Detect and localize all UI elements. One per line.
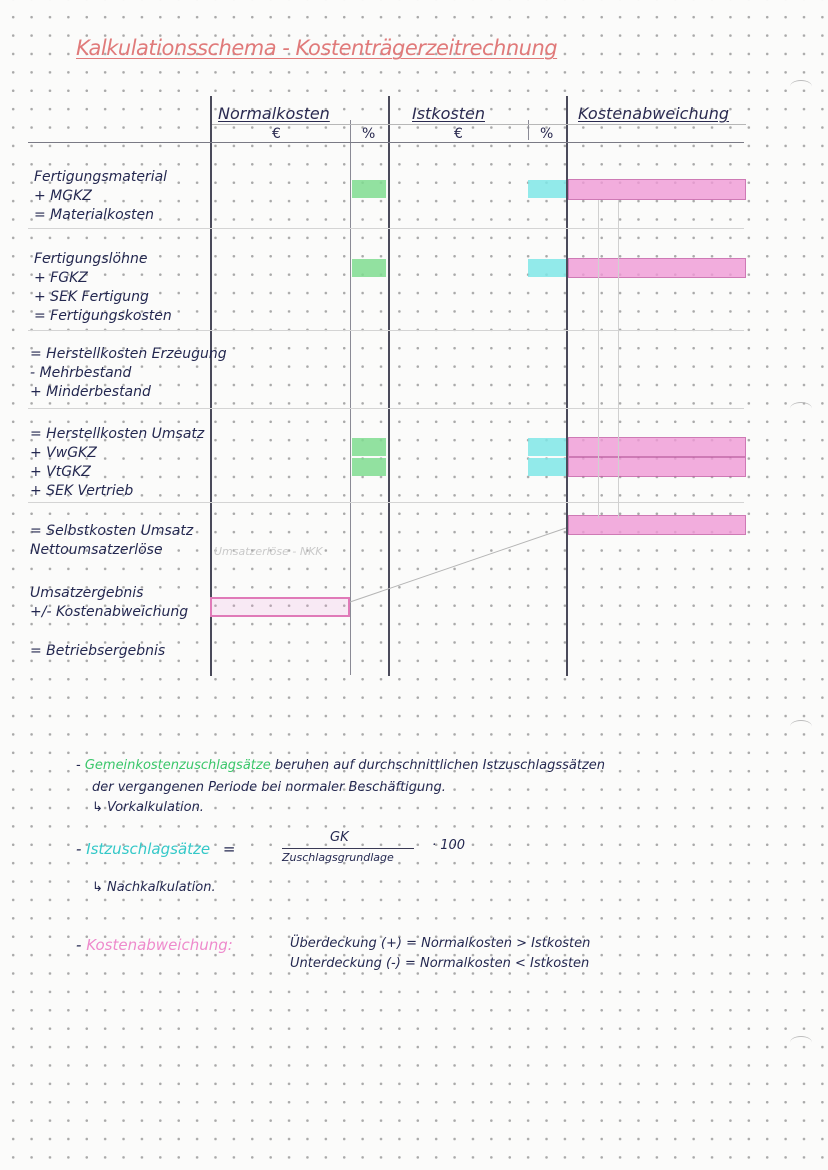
- header-istkosten: Istkosten: [412, 104, 485, 123]
- row-sep-2: [28, 330, 744, 331]
- highlight-normal-vwgkz: [352, 438, 386, 456]
- guide-line-1: [598, 200, 599, 518]
- label-minderbestand: + Minderbestand: [30, 384, 151, 400]
- label-fgkz: + FGKZ: [34, 270, 88, 286]
- fraction-numerator: GK: [330, 830, 349, 845]
- highlight-normal-mgkz: [352, 180, 386, 198]
- block-fertigungskosten: Fertigungslöhne + FGKZ + SEK Fertigung =…: [34, 250, 172, 326]
- label-mehrbestand: - Mehrbestand: [30, 365, 132, 381]
- highlight-ist-fgkz: [528, 259, 566, 277]
- fraction-bar: [282, 848, 414, 849]
- faint-note: Umsatzerlöse - NKK: [214, 545, 323, 558]
- label-fertigungskosten: = Fertigungskosten: [34, 308, 172, 324]
- label-herstellkosten-umsatz: = Herstellkosten Umsatz: [30, 426, 205, 442]
- block-umsatzergebnis: Umsatzergebnis +/- Kostenabweichung: [30, 584, 188, 622]
- label-betriebsergebnis: = Betriebsergebnis: [30, 643, 166, 659]
- block-selbstkosten: = Selbstkosten Umsatz Nettoumsatzerlöse: [30, 522, 193, 560]
- term-istzuschlagsaetze: Istzuschlagsätze: [86, 840, 211, 858]
- highlight-abw-material: [568, 179, 746, 200]
- term-kostenabweichung: Kostenabweichung:: [86, 936, 233, 954]
- highlight-normal-vtgkz: [352, 458, 386, 476]
- note-1-arrow: ↳ Vorkalkulation.: [92, 800, 204, 815]
- label-kostenabweichung: +/- Kostenabweichung: [30, 604, 189, 620]
- percent-divider-1: [350, 120, 351, 675]
- highlight-ist-vtgkz: [528, 458, 566, 476]
- col-line-3: [566, 96, 568, 676]
- equals-sign: =: [222, 840, 236, 858]
- percent-divider-2: [528, 120, 529, 140]
- label-fertigungsmaterial: Fertigungsmaterial: [34, 169, 168, 185]
- box-kostenabweichung: [210, 597, 350, 617]
- fraction-multiplier: · 100: [432, 838, 466, 853]
- row-sep-4: [28, 502, 744, 503]
- fraction-denominator: Zuschlagsgrundlage: [282, 851, 394, 864]
- page-title: Kalkulationsschema - Kostenträgerzeitrec…: [76, 36, 558, 60]
- label-selbstkosten-umsatz: = Selbstkosten Umsatz: [30, 523, 194, 539]
- highlight-abw-selbstkosten: [568, 515, 746, 535]
- label-umsatzergebnis: Umsatzergebnis: [30, 585, 144, 601]
- label-materialkosten: = Materialkosten: [34, 207, 154, 223]
- term-gemeinkostenzuschlagsaetze: Gemeinkostenzuschlagsätze: [84, 758, 271, 773]
- highlight-abw-vwgkz: [568, 437, 746, 457]
- highlight-normal-fgkz: [352, 259, 386, 277]
- label-mgkz: + MGKZ: [34, 188, 92, 204]
- block-betriebsergebnis: = Betriebsergebnis: [30, 642, 165, 661]
- col-line-1: [210, 96, 212, 676]
- note-3-unterdeckung: Unterdeckung (-) = Normalkosten < Istkos…: [290, 956, 590, 971]
- note-kostenabweichung: - Kostenabweichung:: [76, 936, 233, 954]
- note-1-line2: der vergangenen Periode bei normaler Bes…: [92, 780, 446, 795]
- row-sep-3: [28, 408, 744, 409]
- block-herstellkosten-umsatz: = Herstellkosten Umsatz + VwGKZ + VtGKZ …: [30, 425, 204, 501]
- highlight-abw-vtgkz: [568, 457, 746, 477]
- note-gemeinkosten: - Gemeinkostenzuschlagsätze beruhen auf …: [76, 758, 606, 773]
- note-istzuschlag: - Istzuschlagsätze =: [76, 840, 236, 858]
- subheader-line: [28, 142, 744, 143]
- block-herstellkosten-erzeugung: = Herstellkosten Erzeugung - Mehrbestand…: [30, 345, 227, 402]
- highlight-ist-mgkz: [528, 180, 566, 198]
- col-line-2: [388, 96, 390, 676]
- note-3-ueberdeckung: Überdeckung (+) = Normalkosten > Istkost…: [290, 936, 591, 951]
- binder-mark-3: [790, 720, 812, 733]
- highlight-abw-fertigung: [568, 258, 746, 278]
- label-sek-vertrieb: + SEK Vertrieb: [30, 483, 134, 499]
- label-vwgkz: + VwGKZ: [30, 445, 97, 461]
- highlight-ist-vwgkz: [528, 438, 566, 456]
- header-kostenabweichung: Kostenabweichung: [578, 104, 730, 123]
- header-normalkosten: Normalkosten: [218, 104, 330, 123]
- normal-euro-label: €: [272, 126, 281, 142]
- binder-mark-4: [790, 1036, 812, 1049]
- header-underline: [212, 124, 746, 125]
- normal-percent-label: %: [362, 126, 376, 142]
- row-sep-1: [28, 228, 744, 229]
- ist-percent-label: %: [540, 126, 554, 142]
- label-sek-fertigung: + SEK Fertigung: [34, 289, 149, 305]
- ist-euro-label: €: [454, 126, 463, 142]
- guide-line-2: [618, 200, 619, 518]
- label-fertigungsloehne: Fertigungslöhne: [34, 251, 148, 267]
- note-2-arrow: ↳ Nachkalkulation.: [92, 880, 216, 895]
- label-vtgkz: + VtGKZ: [30, 464, 91, 480]
- binder-mark-1: [790, 80, 812, 93]
- binder-mark-2: [790, 402, 812, 415]
- block-materialkosten: Fertigungsmaterial + MGKZ = Materialkost…: [34, 168, 167, 225]
- label-nettoumsatzerloese: Nettoumsatzerlöse: [30, 542, 163, 558]
- note-1-rest: beruhen auf durchschnittlichen Istzuschl…: [270, 758, 606, 773]
- label-herstellkosten-erzeugung: = Herstellkosten Erzeugung: [30, 346, 227, 362]
